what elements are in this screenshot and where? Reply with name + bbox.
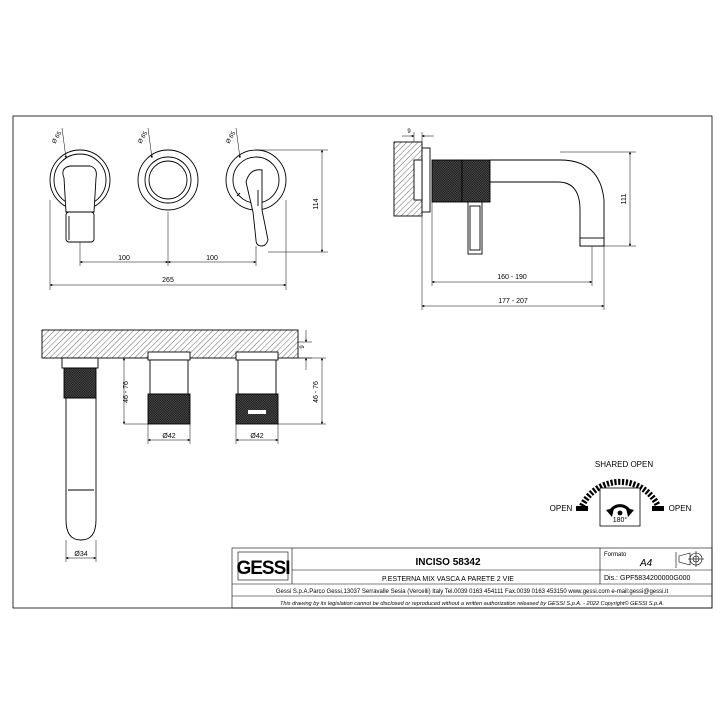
side-height-label: 111 [621, 194, 628, 205]
copyright-notice: This drawing by its legislation cannot b… [280, 600, 664, 607]
handle-operation-diagram [576, 478, 664, 527]
product-description: P.ESTERNA MIX VASCA A PARETE 2 VIE [382, 576, 514, 583]
front-diameter-3-label: Ø 65 [226, 130, 238, 145]
product-name: INCISO 58342 [415, 557, 480, 568]
plan-view-dimensions [65, 330, 326, 562]
plan-thickness-label: 9 [300, 345, 306, 349]
format-value: A4 [639, 558, 653, 569]
front-right-handle [225, 149, 287, 247]
rotation-label: 180° [613, 516, 628, 524]
plan-spout [65, 397, 97, 541]
company-address: Gessi S.p.A.Parco Gessi,13037 Serravalle… [276, 589, 669, 595]
body-diameter-right-label: Ø42 [250, 433, 263, 440]
spout-diameter-label: Ø34 [74, 551, 87, 558]
plan-spout-knurl [63, 367, 97, 399]
total-range-label: 177 - 207 [498, 298, 528, 305]
format-label: Formato [604, 552, 627, 558]
drawing-number-label: Dis.: [604, 575, 618, 582]
side-thickness-label: 9 [407, 129, 411, 135]
front-diameter-2-label: Ø 65 [138, 130, 150, 145]
drawing-number: GPF5834200000G000 [620, 575, 691, 582]
spout-range-label: 160 - 190 [497, 274, 527, 281]
gessi-logo: GESSI [236, 551, 291, 581]
front-view [49, 149, 287, 247]
plan-right-knurl [235, 393, 279, 425]
logo-text: GESSI [236, 558, 290, 579]
front-height-label: 114 [313, 198, 320, 209]
side-knurled-body [431, 159, 463, 203]
side-spout [489, 159, 605, 247]
handle-operation-box [599, 487, 641, 527]
body-diameter-left-label: Ø42 [162, 433, 175, 440]
open-right-label: OPEN [669, 504, 692, 513]
body-depth-left-label: 46 - 76 [123, 381, 130, 403]
plan-view [41, 329, 299, 541]
front-diameter-1-label: Ø 65 [52, 130, 64, 145]
title-block [231, 547, 713, 609]
side-view [393, 141, 605, 255]
shared-open-label: SHARED OPEN [595, 460, 653, 469]
spacing-left-label: 100 [118, 255, 130, 262]
drawing-frame [12, 115, 713, 609]
front-center-spout-rose [137, 149, 199, 211]
front-view-dimensions [49, 127, 328, 290]
front-left-handle [49, 149, 111, 243]
body-depth-right-label: 46 - 76 [313, 381, 320, 403]
plan-left-knurl [147, 393, 191, 425]
overall-width-label: 265 [162, 277, 174, 284]
open-left-label: OPEN [550, 504, 573, 513]
side-view-dimensions [402, 132, 636, 310]
spacing-right-label: 100 [206, 255, 218, 262]
